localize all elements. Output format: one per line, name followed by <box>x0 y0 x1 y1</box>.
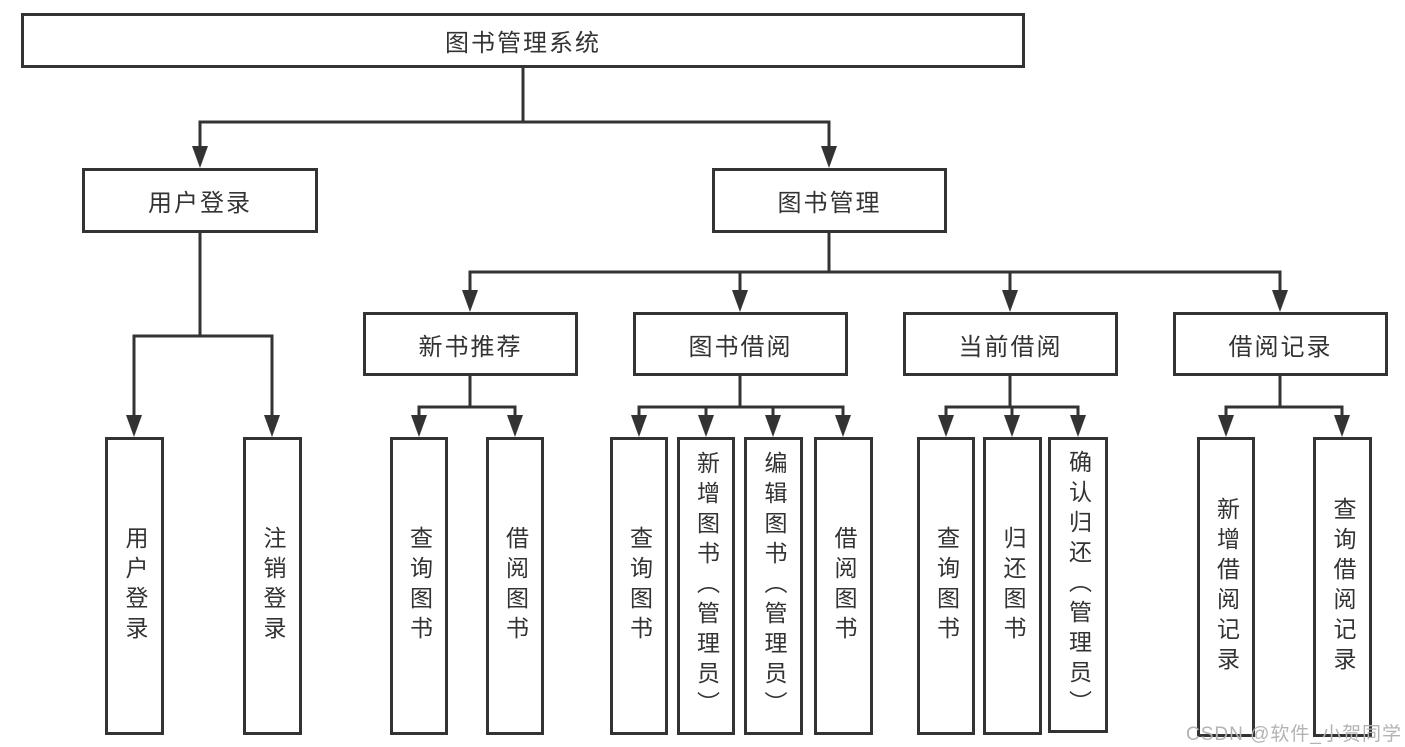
node-current-borrowing: 当前借阅 <box>903 312 1118 376</box>
arrow-down-icon <box>1334 415 1350 437</box>
arrow-down-icon <box>1272 290 1288 312</box>
arrow-down-icon <box>631 415 647 437</box>
leaf-borrow-books-borrowing-label: 借阅图书 <box>831 526 857 646</box>
node-book-management: 图书管理 <box>712 168 947 233</box>
arrow-down-icon <box>126 415 142 437</box>
node-book-management-label: 图书管理 <box>777 190 882 217</box>
leaf-query-books-recommend: 查询图书 <box>390 437 448 735</box>
node-user-login-label: 用户登录 <box>148 190 252 217</box>
leaf-borrow-books-recommend-label: 借阅图书 <box>502 526 529 646</box>
leaf-query-books-recommend-label: 查询图书 <box>406 526 433 646</box>
leaf-confirm-return-admin: 确认归还（管理员） <box>1048 437 1108 733</box>
arrow-down-icon <box>1070 415 1086 437</box>
leaf-logout: 注销登录 <box>243 437 302 735</box>
node-root-label: 图书管理系统 <box>445 30 601 57</box>
leaf-user-login-label: 用户登录 <box>122 526 148 646</box>
arrow-down-icon <box>732 290 748 312</box>
arrow-down-icon <box>938 415 954 437</box>
connector-arrows <box>126 146 1350 437</box>
arrow-down-icon <box>835 415 851 437</box>
arrow-down-icon <box>698 415 714 437</box>
leaf-user-login: 用户登录 <box>105 437 164 735</box>
leaf-borrow-books-borrowing: 借阅图书 <box>814 437 873 735</box>
node-new-book-recommendation: 新书推荐 <box>363 312 578 376</box>
leaf-return-books-label: 归还图书 <box>1000 526 1026 646</box>
leaf-query-borrow-record: 查询借阅记录 <box>1313 437 1372 737</box>
arrow-down-icon <box>1004 415 1020 437</box>
node-root: 图书管理系统 <box>21 13 1025 68</box>
node-current-borrowing-label: 当前借阅 <box>958 333 1063 361</box>
leaf-return-books: 归还图书 <box>983 437 1042 735</box>
leaf-confirm-return-admin-label: 确认归还（管理员） <box>1065 450 1092 720</box>
leaf-edit-books-admin-label: 编辑图书（管理员） <box>761 451 787 721</box>
node-borrowing-records: 借阅记录 <box>1173 312 1388 376</box>
watermark: CSDN @软件_小贺同学 <box>1186 724 1402 745</box>
node-book-borrowing-label: 图书借阅 <box>688 333 793 361</box>
leaf-query-books-borrowing: 查询图书 <box>610 437 668 735</box>
node-borrowing-records-label: 借阅记录 <box>1228 333 1333 361</box>
arrow-down-icon <box>411 415 427 437</box>
arrow-down-icon <box>507 415 523 437</box>
leaf-add-borrow-record: 新增借阅记录 <box>1197 437 1255 737</box>
leaf-logout-label: 注销登录 <box>260 526 286 646</box>
arrow-down-icon <box>1218 415 1234 437</box>
arrow-down-icon <box>1002 290 1018 312</box>
leaf-borrow-books-recommend: 借阅图书 <box>486 437 544 735</box>
leaf-add-borrow-record-label: 新增借阅记录 <box>1213 497 1240 677</box>
node-book-borrowing: 图书借阅 <box>633 312 848 376</box>
arrow-down-icon <box>192 146 208 168</box>
arrow-down-icon <box>765 415 781 437</box>
leaf-query-books-current: 查询图书 <box>917 437 975 735</box>
node-new-book-recommendation-label: 新书推荐 <box>418 333 523 361</box>
node-user-login: 用户登录 <box>82 168 318 233</box>
leaf-query-books-current-label: 查询图书 <box>933 526 960 646</box>
arrow-down-icon <box>462 290 478 312</box>
arrow-down-icon <box>264 415 280 437</box>
leaf-query-borrow-record-label: 查询借阅记录 <box>1330 497 1356 677</box>
leaf-query-books-borrowing-label: 查询图书 <box>626 526 653 646</box>
arrow-down-icon <box>821 146 837 168</box>
leaf-add-books-admin-label: 新增图书（管理员） <box>693 451 720 721</box>
leaf-add-books-admin: 新增图书（管理员） <box>677 437 735 735</box>
leaf-edit-books-admin: 编辑图书（管理员） <box>744 437 803 735</box>
